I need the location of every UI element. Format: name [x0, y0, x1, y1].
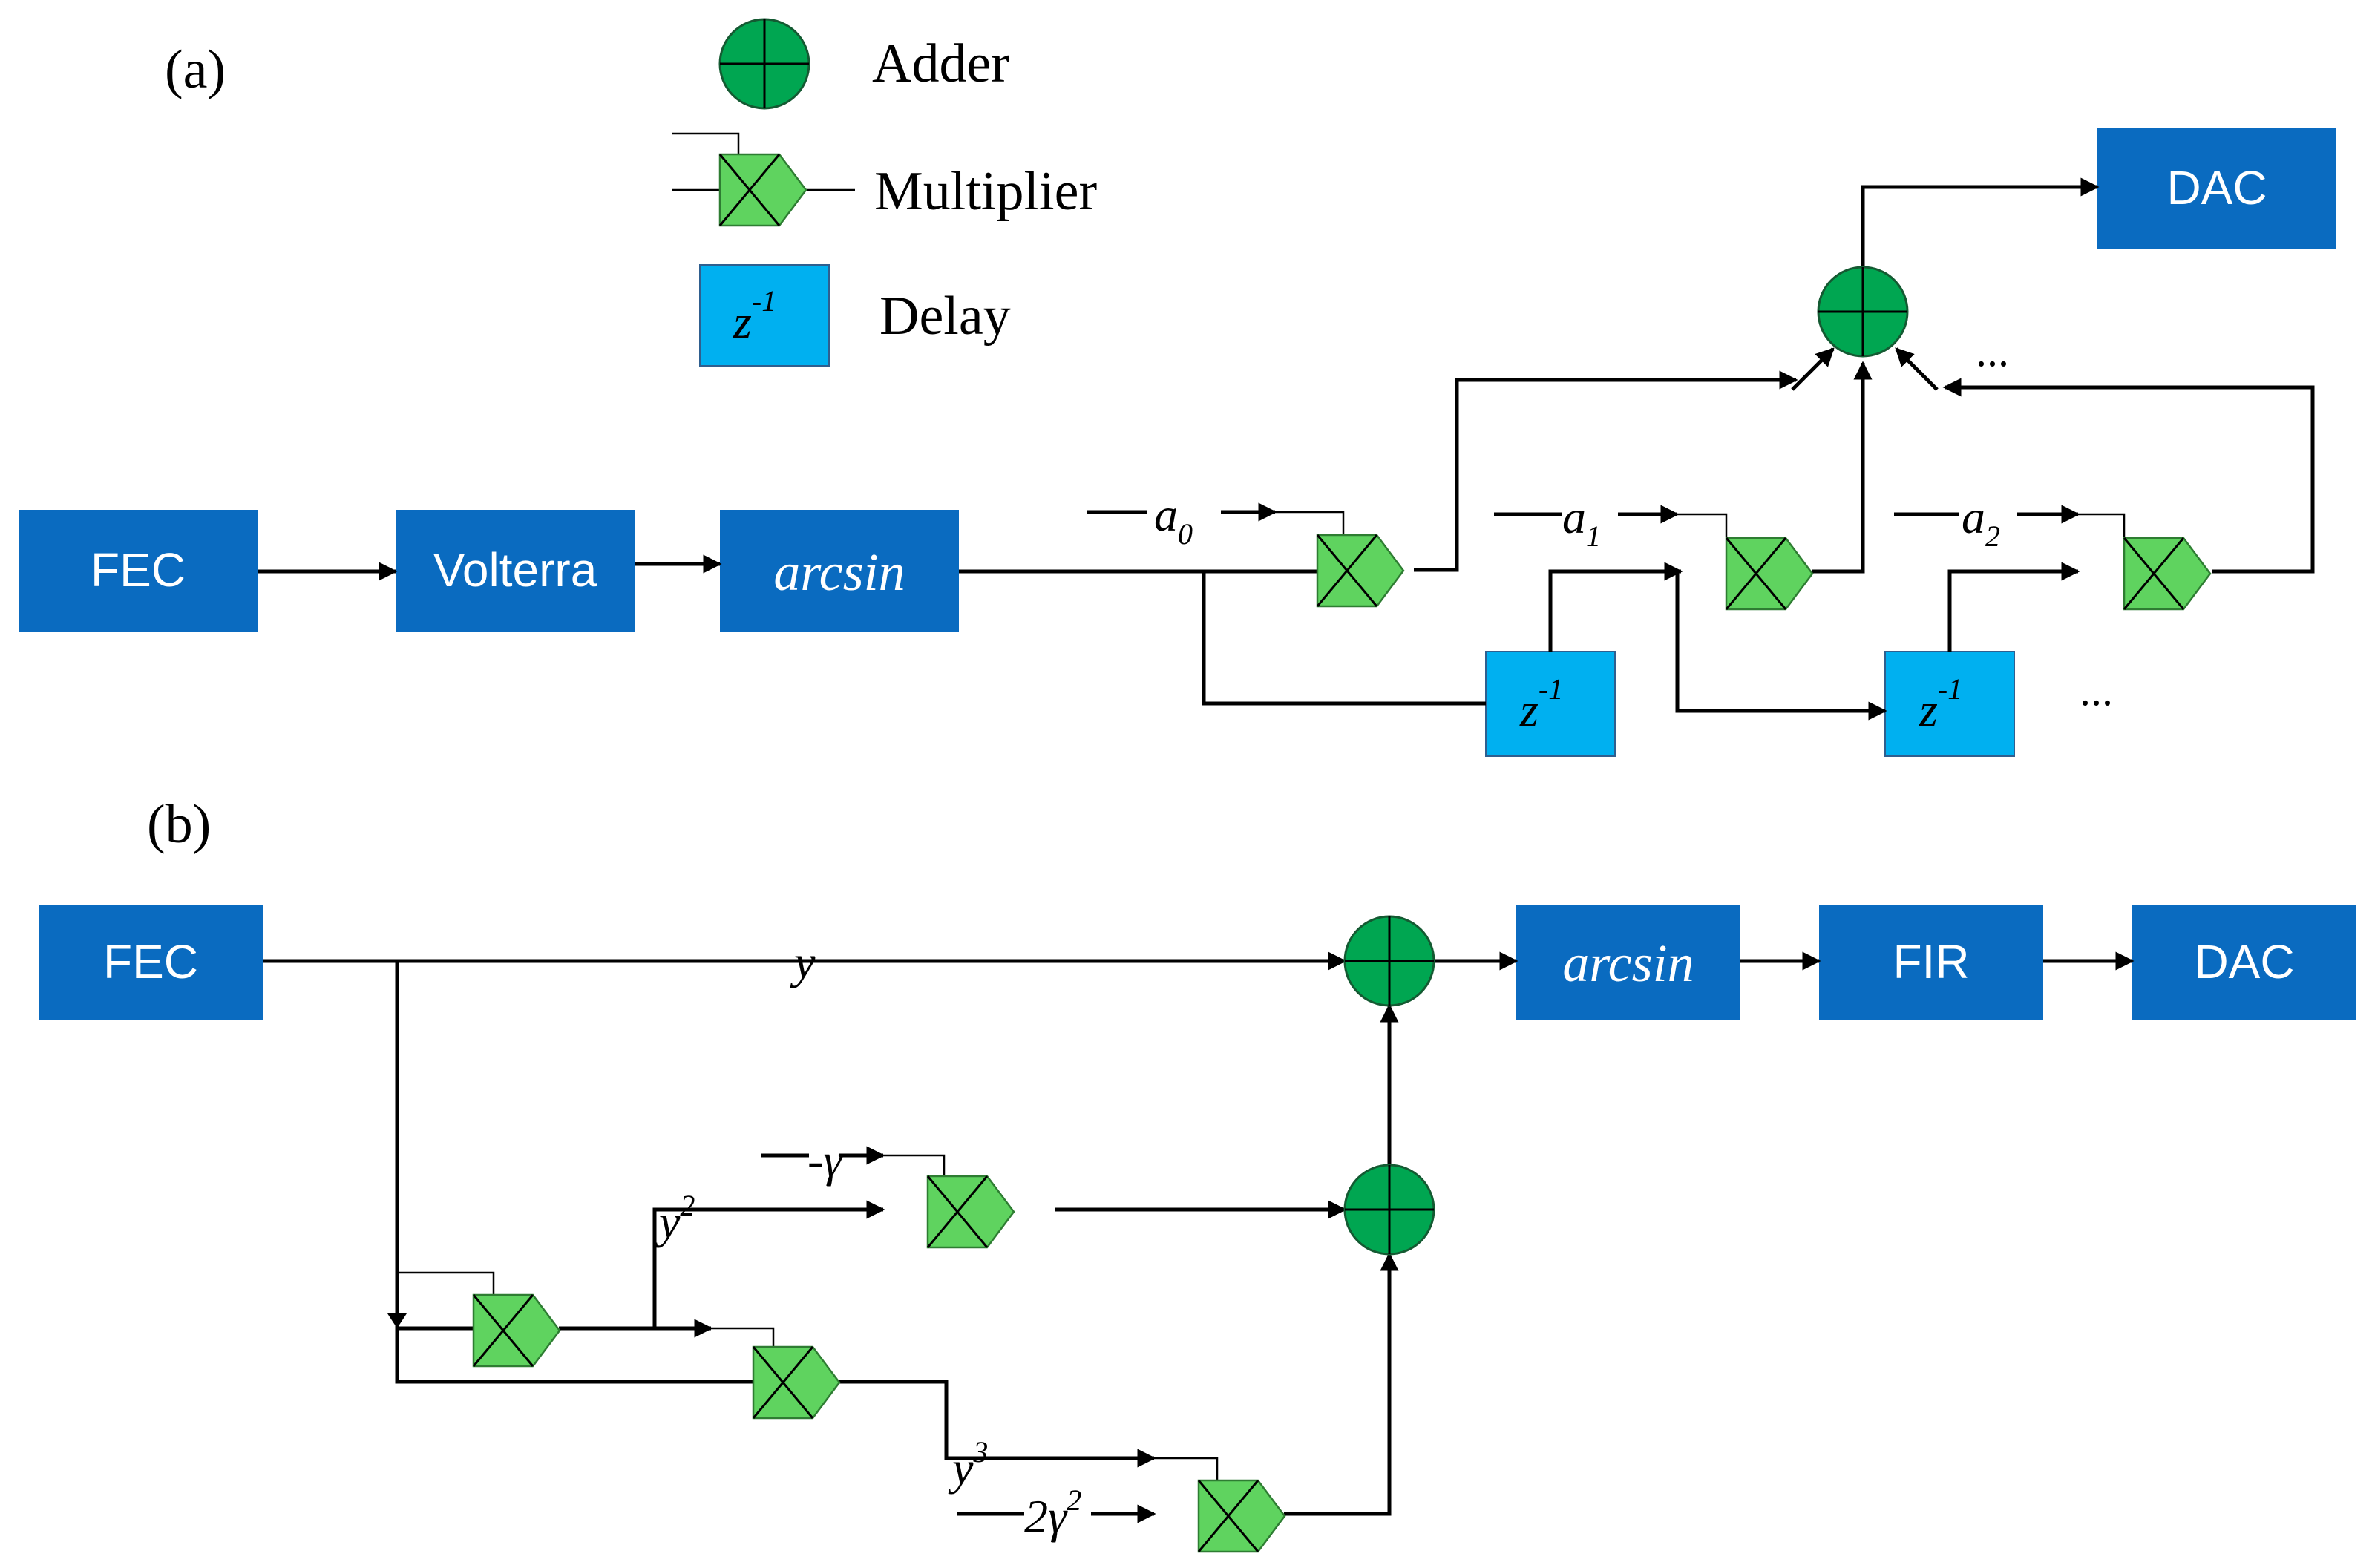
a-multiplier-3 [2123, 537, 2212, 611]
b-coef-neg-gamma: -γ [807, 1134, 843, 1187]
b-arcsin-block [1516, 905, 1740, 1020]
a-ellipsis-adder: ... [1976, 327, 2009, 375]
b-fir-block [1819, 905, 2043, 1020]
b-signal-y: y [790, 936, 816, 988]
b-multiplier-cube [752, 1345, 841, 1420]
a-multiplier-1 [1316, 534, 1405, 608]
a-multiplier-2 [1725, 537, 1814, 611]
a-coef-a1: a1 [1562, 491, 1601, 553]
panel-b-label: (b) [147, 794, 211, 855]
b-coef-2gamma2: 2γ2 [1024, 1483, 1081, 1543]
a-ellipsis-delay: ... [2080, 666, 2113, 715]
a-delay-block-1 [1485, 651, 1616, 757]
a-adder [1817, 266, 1909, 358]
a-dac-label: DAC [2166, 161, 2267, 214]
b-multiplier-square [472, 1293, 561, 1368]
legend-multiplier-icon [672, 132, 855, 227]
b-signal-y3: y3 [948, 1435, 988, 1495]
legend-adder-label: Adder [872, 33, 1009, 94]
b-multiplier-neg-gamma [926, 1175, 1015, 1249]
legend: Adder Multiplier z-1 Delay [672, 18, 1097, 367]
b-wires [263, 951, 2135, 1523]
legend-delay-label: Delay [879, 286, 1011, 347]
b-fec-label: FEC [103, 935, 198, 988]
b-adder-upper [1343, 915, 1435, 1007]
legend-delay-icon: z-1 [699, 264, 830, 367]
a-coef-a0: a0 [1154, 488, 1193, 551]
a-dac-block [2097, 128, 2336, 249]
a-fec-label: FEC [91, 543, 186, 597]
a-wires [258, 177, 2315, 721]
b-signal-y2: y2 [655, 1189, 695, 1248]
b-dac-label: DAC [2194, 935, 2294, 988]
b-fir-label: FIR [1893, 935, 1969, 988]
a-arcsin-label: arcsin [773, 542, 905, 602]
b-arcsin-label: arcsin [1562, 934, 1694, 993]
a-coef-a2: a2 [1962, 491, 2000, 553]
b-fec-block [39, 905, 263, 1020]
svg-text:z-1: z-1 [733, 284, 776, 348]
legend-adder-icon [718, 18, 810, 110]
a-arcsin-block [720, 510, 959, 632]
panel-a-label: (a) [165, 39, 226, 100]
a-delay-label-2: z-1 [1919, 672, 1962, 736]
a-volterra-label: Volterra [433, 543, 597, 597]
b-adder-lower [1343, 1164, 1435, 1256]
a-volterra-block [396, 510, 635, 632]
a-delay-label-1: z-1 [1519, 672, 1563, 736]
b-dac-block [2132, 905, 2356, 1020]
a-fec-block [19, 510, 258, 632]
b-multiplier-2gamma2 [1197, 1479, 1286, 1553]
legend-multiplier-label: Multiplier [874, 161, 1097, 222]
